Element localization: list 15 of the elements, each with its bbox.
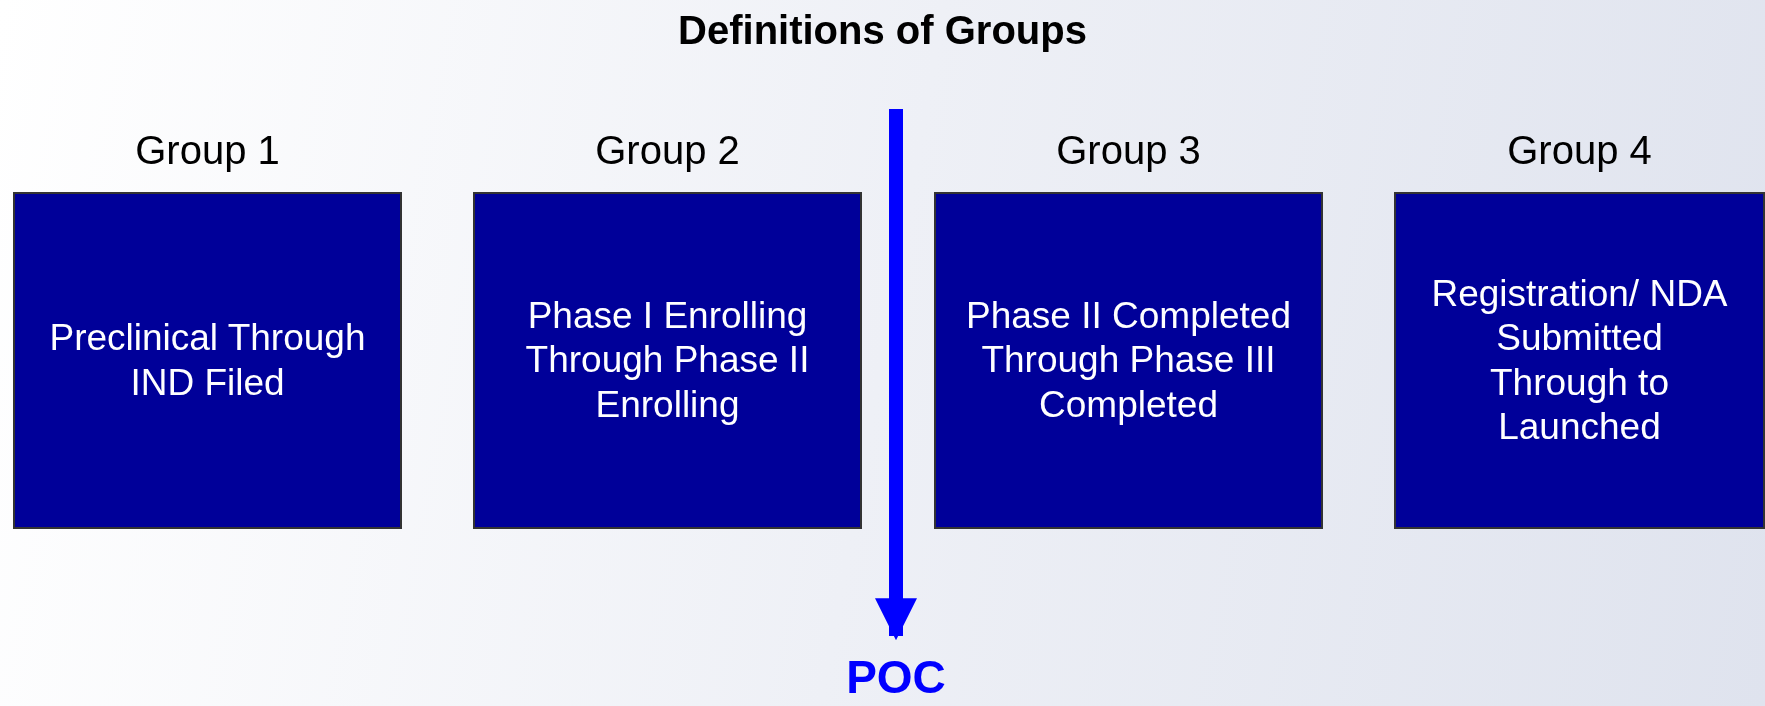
group-box — [13, 192, 402, 529]
group-heading: Group 4 — [1506, 127, 1653, 174]
group-box — [473, 192, 862, 529]
diagram-title: Definitions of Groups — [677, 8, 1088, 53]
group-heading: Group 2 — [594, 127, 741, 174]
group-definition: Registration/ NDA Submitted Through to Launched — [1430, 271, 1729, 449]
arrow — [875, 109, 917, 641]
milestone-label: POC — [845, 650, 947, 704]
group-definition: Phase I Enrolling Through Phase II Enrolling — [524, 293, 811, 427]
group-definition: Phase II Completed Through Phase III Completed — [965, 293, 1292, 427]
group-box — [1394, 192, 1765, 529]
group-heading: Group 3 — [1055, 127, 1202, 174]
group-heading: Group 1 — [134, 127, 281, 174]
group-definition: Preclinical Through IND Filed — [48, 316, 367, 405]
group-box — [934, 192, 1323, 529]
